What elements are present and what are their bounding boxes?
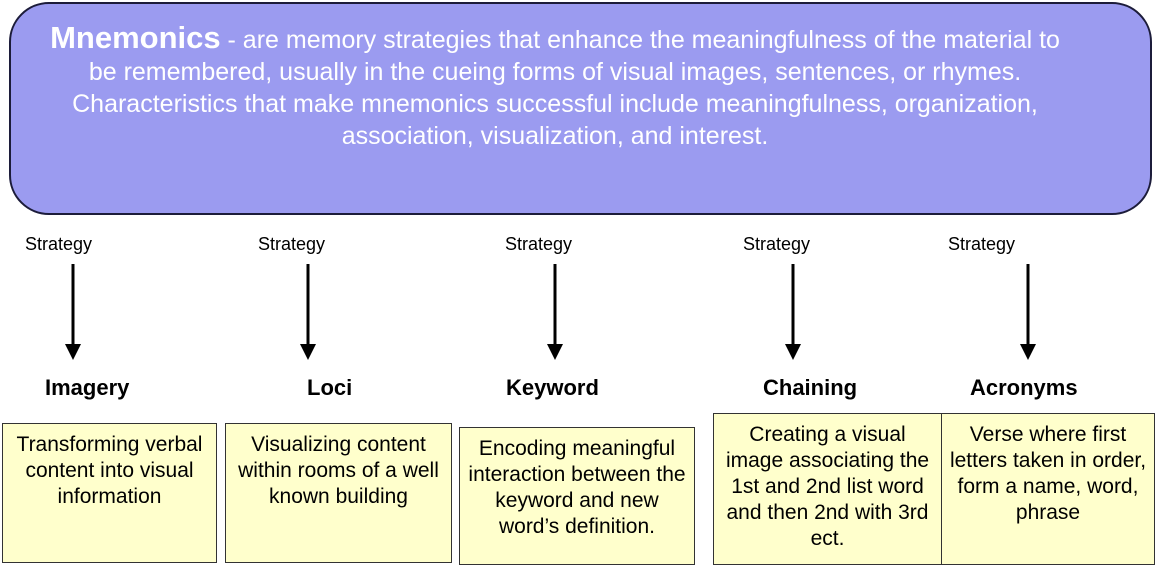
strategy-name-loci: Loci xyxy=(307,375,353,400)
description-keyword: Encoding meaningful interaction between … xyxy=(468,437,686,538)
description-acronyms: Verse where first letters taken in order… xyxy=(949,423,1147,524)
description-box-acronyms: Verse where first letters taken in order… xyxy=(941,413,1155,565)
description-box-keyword: Encoding meaningful interaction between … xyxy=(459,427,695,565)
strategy-name-acronyms: Acronyms xyxy=(970,375,1078,400)
strategy-label-acronyms: Strategy xyxy=(948,234,1016,254)
arrow-down-icon xyxy=(785,264,801,360)
strategy-name-keyword: Keyword xyxy=(506,375,599,400)
strategy-name-chaining: Chaining xyxy=(763,375,858,400)
description-loci: Visualizing content within rooms of a we… xyxy=(238,433,439,508)
mnemonics-header: Mnemonics - are memory strategies that e… xyxy=(9,2,1152,215)
header-definition: - are memory strategies that enhance the… xyxy=(72,26,1060,150)
strategy-name-imagery: Imagery xyxy=(45,375,130,400)
description-box-loci: Visualizing content within rooms of a we… xyxy=(225,423,452,563)
header-term: Mnemonics xyxy=(50,20,221,55)
description-chaining: Creating a visual image associating the … xyxy=(725,423,930,550)
header-text: Mnemonics - are memory strategies that e… xyxy=(35,22,1075,152)
description-box-imagery: Transforming verbal content into visual … xyxy=(2,423,217,563)
strategy-label-chaining: Strategy xyxy=(743,234,811,254)
arrow-down-icon xyxy=(300,264,316,360)
description-imagery: Transforming verbal content into visual … xyxy=(16,433,203,508)
description-box-chaining: Creating a visual image associating the … xyxy=(713,413,942,565)
arrow-down-icon xyxy=(1020,264,1036,360)
strategy-label-keyword: Strategy xyxy=(505,234,573,254)
arrow-down-icon xyxy=(65,264,81,360)
arrow-down-icon xyxy=(547,264,563,360)
strategy-label-loci: Strategy xyxy=(258,234,326,254)
strategy-label-imagery: Strategy xyxy=(25,234,93,254)
